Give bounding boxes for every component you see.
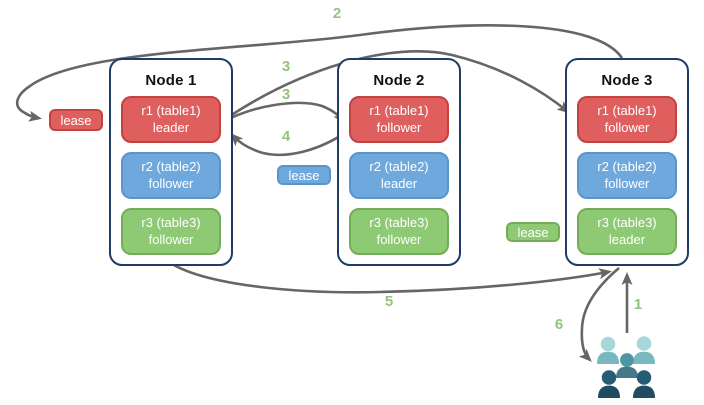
- replica-role: follower: [604, 119, 650, 135]
- replica-role: follower: [148, 231, 194, 247]
- step-label-5: 5: [384, 293, 394, 310]
- node-2-replica-r1: r1 (table1) follower: [349, 96, 449, 143]
- arrow-step-4: [230, 129, 349, 157]
- replica-role: leader: [152, 119, 190, 135]
- replica-name: r3 (table3): [141, 215, 201, 230]
- node-1-title: Node 1: [145, 72, 197, 89]
- replica-name: r1 (table1): [369, 103, 429, 118]
- replica-role: follower: [376, 231, 422, 247]
- step-label-1: 1: [633, 296, 643, 313]
- step-label-3a: 3: [281, 58, 291, 75]
- node-3-replica-r1: r1 (table1) follower: [577, 96, 677, 143]
- arrow-step-6: [578, 267, 620, 362]
- replica-name: r3 (table3): [369, 215, 429, 230]
- node-1: Node 1 r1 (table1) leader r2 (table2) fo…: [109, 58, 233, 266]
- replica-name: r2 (table2): [597, 159, 657, 174]
- lease-badge-table3: lease: [506, 222, 560, 242]
- replica-role: follower: [376, 119, 422, 135]
- arrow-step-3-to-node3: [220, 50, 571, 124]
- node-3-title: Node 3: [601, 72, 653, 89]
- node-2-replica-r2: r2 (table2) leader: [349, 152, 449, 199]
- node-2-title: Node 2: [373, 72, 425, 89]
- replica-role: follower: [604, 175, 650, 191]
- lease-badge-table2: lease: [277, 165, 331, 185]
- replica-role: leader: [380, 175, 418, 191]
- arrow-step-5: [171, 262, 612, 294]
- replica-name: r1 (table1): [141, 103, 201, 118]
- step-label-6: 6: [554, 316, 564, 333]
- node-3: Node 3 r1 (table1) follower r2 (table2) …: [565, 58, 689, 266]
- replica-name: r3 (table3): [597, 215, 657, 230]
- users-icon: [597, 336, 655, 398]
- replica-name: r2 (table2): [141, 159, 201, 174]
- node-3-replica-r3: r3 (table3) leader: [577, 208, 677, 255]
- replica-name: r1 (table1): [597, 103, 657, 118]
- lease-badge-table1: lease: [49, 109, 103, 131]
- arrow-step-2: [16, 24, 624, 122]
- step-label-2: 2: [332, 5, 342, 22]
- arrow-step-3-to-node2: [220, 101, 346, 125]
- node-1-replica-r3: r3 (table3) follower: [121, 208, 221, 255]
- node-2-replica-r3: r3 (table3) follower: [349, 208, 449, 255]
- step-label-4: 4: [281, 128, 291, 145]
- replica-name: r2 (table2): [369, 159, 429, 174]
- node-3-replica-r2: r2 (table2) follower: [577, 152, 677, 199]
- node-1-replica-r2: r2 (table2) follower: [121, 152, 221, 199]
- node-1-replica-r1: r1 (table1) leader: [121, 96, 221, 143]
- node-2: Node 2 r1 (table1) follower r2 (table2) …: [337, 58, 461, 266]
- replica-role: leader: [608, 231, 646, 247]
- step-label-3b: 3: [281, 86, 291, 103]
- replica-role: follower: [148, 175, 194, 191]
